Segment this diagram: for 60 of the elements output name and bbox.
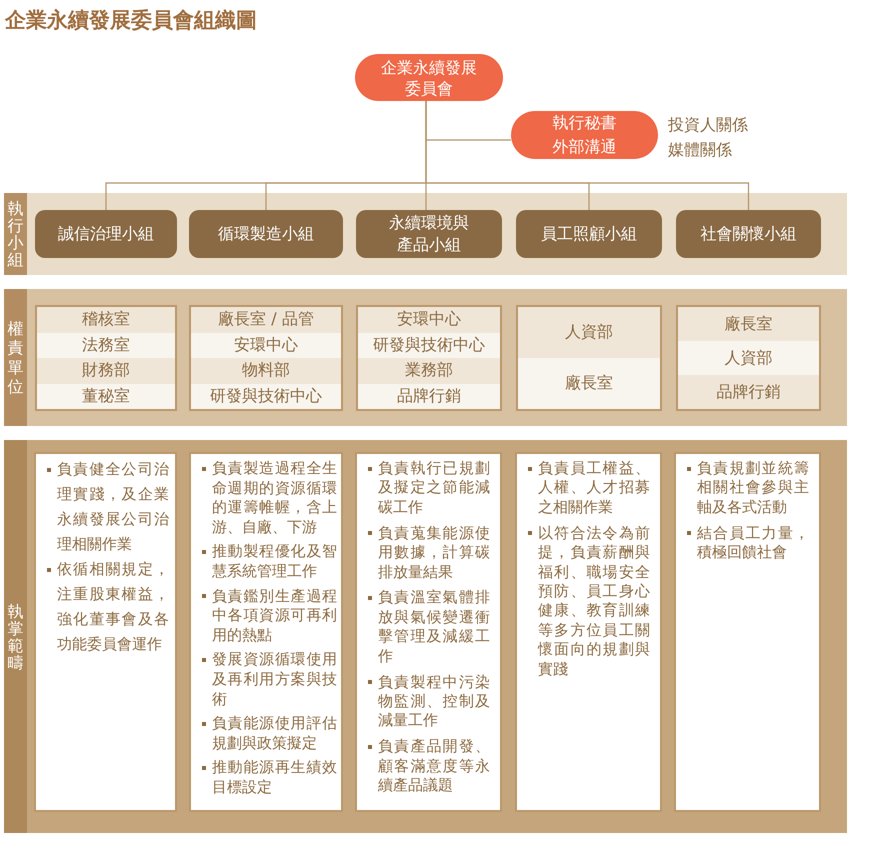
- table-cell: 品牌行銷: [678, 375, 819, 409]
- list-item: 負責規劃並統籌相關社會參與主軸及各式活動: [697, 459, 809, 518]
- table-cell: 安環中心: [358, 307, 500, 332]
- table-cell: 廠長室 / 品管: [191, 307, 341, 332]
- node-label: 社會關懷小組: [700, 223, 796, 245]
- list-item: 負責健全公司治理實踐，及企業永續發展公司治理相關作業: [57, 459, 169, 555]
- table-cell: 業務部: [358, 358, 500, 384]
- side-note: 媒體關係: [668, 138, 732, 160]
- bordered-table: [189, 305, 343, 411]
- list-item: 負責鑑別生產過程中各項資源可再利用的熱點: [212, 586, 337, 646]
- group-box: [35, 210, 177, 258]
- list-panel: [674, 452, 821, 812]
- node-label: 員工照顧小組: [541, 223, 637, 245]
- list-item: 依循相關規定，注重股東權益，強化董事會及各功能委員會運作: [57, 559, 169, 655]
- table-cell: 物料部: [191, 358, 341, 384]
- table-cell: 人資部: [518, 307, 660, 358]
- table-cell: 廠長室: [678, 307, 819, 341]
- node-label: 誠信治理小組: [58, 223, 154, 245]
- list-item: 負責員工權益、人權、人才招募之相關作業: [538, 459, 650, 518]
- list-item: 負責執行已規劃及擬定之節能減碳工作: [378, 459, 490, 518]
- list-panel: [515, 452, 662, 812]
- list-item: 推動能源再生績效目標設定: [212, 758, 337, 798]
- band-label: 權責單位: [6, 318, 24, 396]
- bordered-table: [35, 305, 177, 411]
- bordered-table: [356, 305, 502, 411]
- table-cell: 稽核室: [37, 307, 175, 332]
- node-label: 循環製造小組: [218, 223, 314, 245]
- list-item: 負責能源使用評估規劃與政策擬定: [212, 714, 337, 754]
- list-panel: [189, 452, 343, 812]
- list-item: 負責蒐集能源使用數據，計算碳排放量結果: [378, 524, 490, 582]
- band-background: [4, 193, 847, 275]
- list-panel: [355, 452, 502, 812]
- band-label: 執行小組: [6, 200, 24, 268]
- band-background: [4, 289, 847, 426]
- bordered-table: [516, 305, 662, 411]
- group-box: [676, 210, 821, 258]
- title: 企業永續發展委員會組織圖: [5, 7, 257, 34]
- node-label: 企業永續發展委員會: [380, 56, 478, 98]
- rounded-box: [355, 54, 503, 101]
- group-box: [189, 210, 343, 258]
- table-cell: 財務部: [37, 358, 175, 384]
- node-label: 永續環境與產品小組: [388, 212, 470, 256]
- list-item: 負責溫室氣體排放與氣候變遷衝擊管理及減緩工作: [378, 588, 490, 666]
- list-item: 負責製程中污染物監測、控制及減量工作: [378, 672, 490, 731]
- list-item: 發展資源循環使用及再利用方案與技術: [212, 650, 337, 710]
- group-box: [516, 210, 662, 258]
- list-item: 負責製造過程全生命週期的資源循環的運籌帷幄，含上游、自廠、下游: [212, 459, 337, 538]
- side-note: 投資人關係: [668, 114, 748, 136]
- list-item: 負責產品開發、顧客滿意度等永續產品議題: [378, 737, 490, 796]
- group-box: [356, 210, 502, 258]
- node-label: 執行秘書: [552, 112, 616, 134]
- band-label: 執掌範疇: [6, 602, 24, 670]
- list-item: 結合員工力量，積極回饋社會: [697, 524, 809, 563]
- list-item: 推動製程優化及智慧系統管理工作: [212, 542, 337, 582]
- list-panel: [34, 452, 177, 812]
- band-background: [4, 440, 847, 833]
- list-item: 以符合法令為前提，負責薪酬與福利、職場安全預防、員工身心健康、教育訓練等多方位員工關懷面向的規劃與實踐: [538, 524, 650, 679]
- bordered-table: [676, 305, 821, 411]
- connector-line: [425, 101, 750, 210]
- node-label: 外部溝通: [552, 136, 616, 158]
